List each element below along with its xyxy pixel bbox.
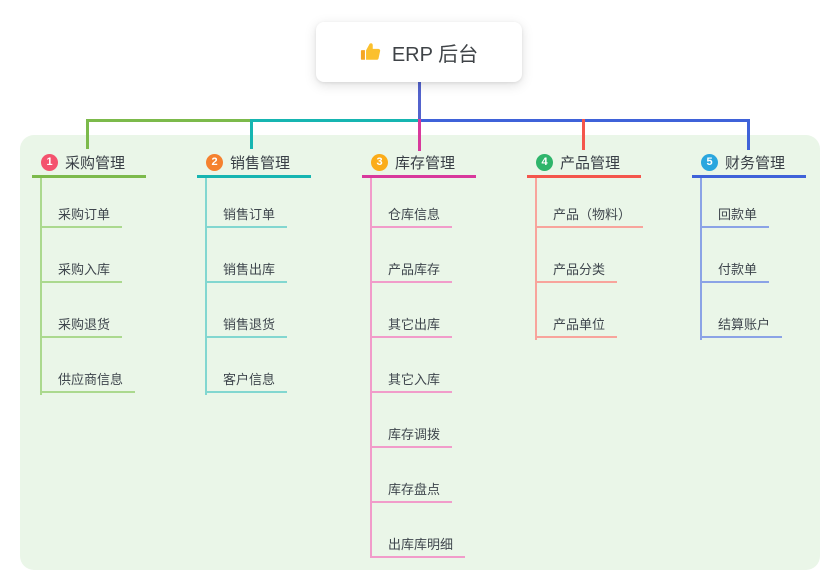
drop-line-purchase: [86, 119, 89, 149]
thumbs-up-icon: [360, 41, 382, 63]
leaf-node[interactable]: 回款单: [700, 204, 770, 228]
leaf-node[interactable]: 客户信息: [205, 369, 288, 393]
leaf-node[interactable]: 供应商信息: [40, 369, 136, 393]
branch-label: 采购管理: [65, 154, 126, 172]
leaf-node[interactable]: 销售订单: [205, 204, 288, 228]
branch-number-badge: 5: [701, 153, 718, 171]
branch-number-badge: 4: [536, 153, 553, 171]
branches-panel: [20, 135, 820, 570]
leaf-node[interactable]: 库存盘点: [370, 479, 453, 503]
leaf-node[interactable]: 其它出库: [370, 314, 453, 338]
drop-line-sales: [250, 119, 253, 149]
connector-line-sales: [252, 119, 419, 122]
branch-trunk-line: [205, 178, 207, 395]
leaf-node[interactable]: 采购退货: [40, 314, 123, 338]
branch-node-sales[interactable]: 2 销售管理: [197, 149, 311, 178]
leaf-node[interactable]: 出库库明细: [370, 534, 466, 558]
leaf-node[interactable]: 结算账户: [700, 314, 783, 338]
leaf-node[interactable]: 销售出库: [205, 259, 288, 283]
branch-label: 产品管理: [560, 154, 621, 172]
branch-node-inventory[interactable]: 3 库存管理: [362, 149, 476, 178]
drop-line-product: [582, 119, 585, 150]
leaf-node[interactable]: 采购订单: [40, 204, 123, 228]
branch-node-purchase[interactable]: 1 采购管理: [32, 149, 146, 178]
branch-number-badge: 1: [41, 153, 58, 171]
drop-line-finance: [747, 119, 750, 150]
branch-label: 财务管理: [725, 154, 786, 172]
leaf-node[interactable]: 产品库存: [370, 259, 453, 283]
branch-node-finance[interactable]: 5 财务管理: [692, 149, 806, 178]
leaf-node[interactable]: 产品单位: [535, 314, 618, 338]
branch-trunk-line: [370, 178, 372, 558]
root-node[interactable]: ERP 后台: [316, 22, 522, 82]
drop-line-inventory: [418, 119, 421, 151]
root-node-label: ERP 后台: [391, 43, 479, 66]
leaf-node[interactable]: 销售退货: [205, 314, 288, 338]
branch-number-badge: 3: [371, 153, 388, 171]
root-connector-line: [418, 82, 421, 119]
connector-line-purchase: [86, 119, 252, 122]
branch-number-badge: 2: [206, 153, 223, 171]
leaf-node[interactable]: 仓库信息: [370, 204, 453, 228]
branch-node-product[interactable]: 4 产品管理: [527, 149, 641, 178]
branch-label: 销售管理: [230, 154, 291, 172]
leaf-node[interactable]: 库存调拨: [370, 424, 453, 448]
branch-trunk-line: [700, 178, 702, 340]
leaf-node[interactable]: 采购入库: [40, 259, 123, 283]
branch-label: 库存管理: [395, 154, 456, 172]
leaf-node[interactable]: 付款单: [700, 259, 770, 283]
leaf-node[interactable]: 产品分类: [535, 259, 618, 283]
leaf-node[interactable]: 产品（物料）: [535, 204, 644, 228]
leaf-node[interactable]: 其它入库: [370, 369, 453, 393]
branch-trunk-line: [535, 178, 537, 340]
branch-trunk-line: [40, 178, 42, 395]
